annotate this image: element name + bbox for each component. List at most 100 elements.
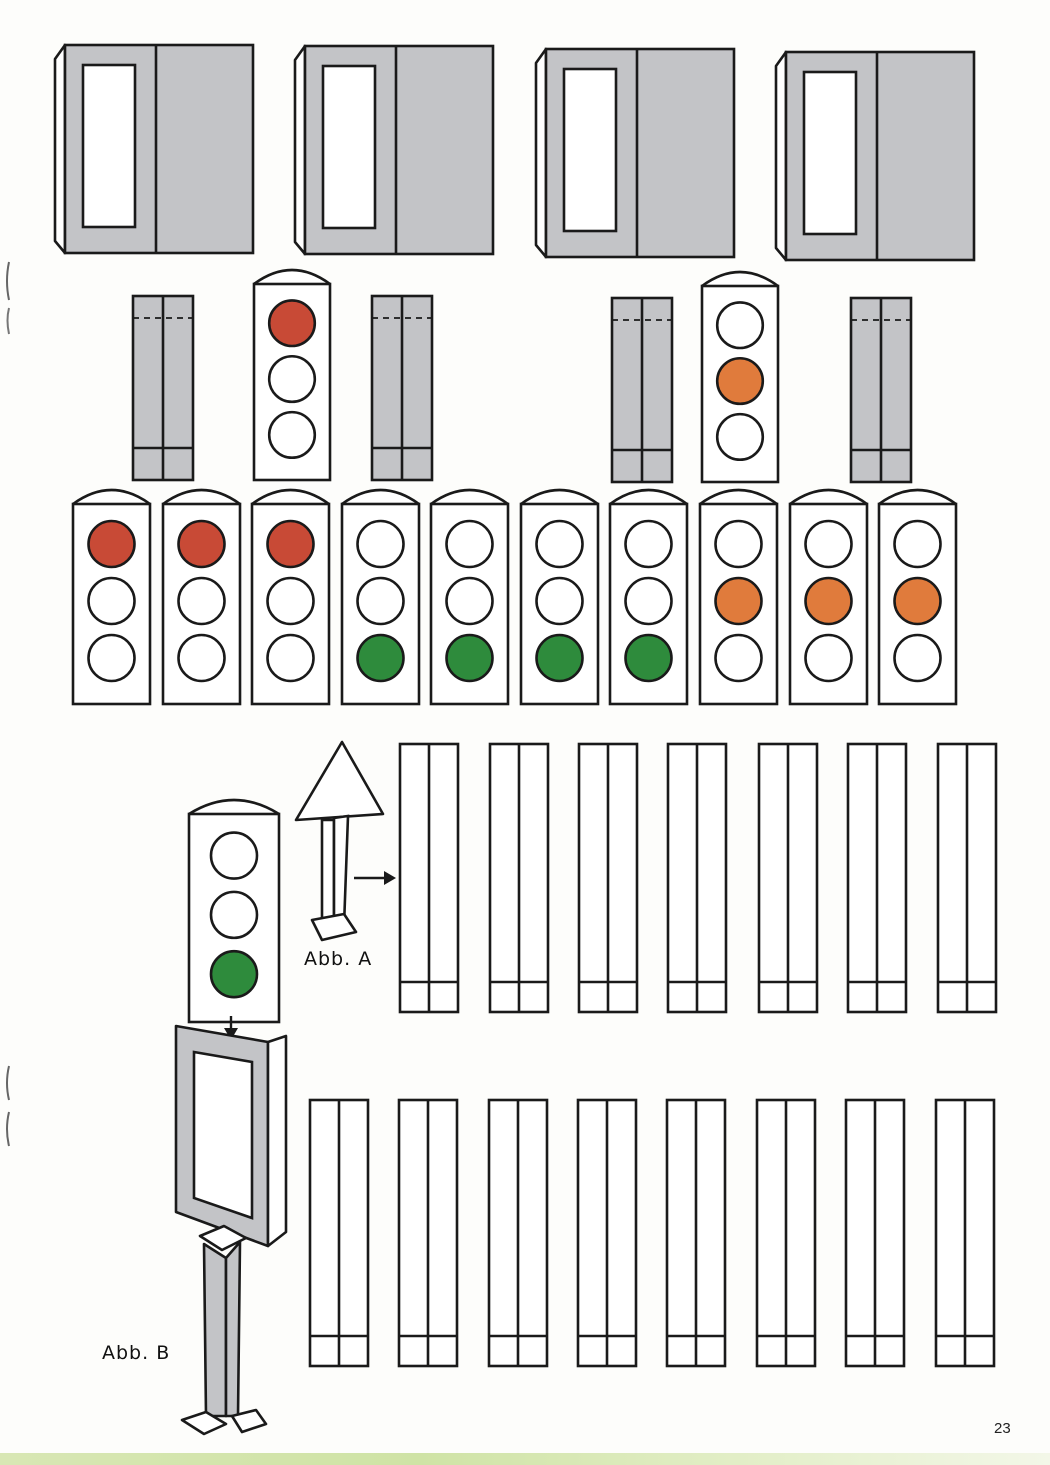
column-strip-lower-7 [844, 1098, 906, 1368]
signal-cap [72, 488, 151, 506]
signal-light-red [87, 519, 136, 569]
signal-cap [430, 488, 509, 506]
signal-light-green [177, 633, 226, 683]
housing-flap [534, 47, 548, 259]
signal-light-red [535, 519, 584, 569]
signal-light-green [714, 633, 763, 683]
signal-light-amber [804, 576, 853, 626]
signal-light-green [356, 633, 405, 683]
housing-window [321, 64, 377, 230]
staple-mark-4 [6, 307, 10, 335]
signal-light-amber [714, 576, 763, 626]
housing-cutout-2 [293, 44, 495, 256]
top-signal-panel-2 [700, 270, 780, 484]
arrow-right-icon [384, 871, 396, 885]
column-strip-lower-5 [665, 1098, 727, 1368]
housing-flap [53, 43, 67, 255]
signal-cap [251, 488, 330, 506]
post-side [224, 1240, 242, 1418]
column-strip-lower-3 [487, 1098, 549, 1368]
figure-b-label: Abb. B [102, 1342, 171, 1364]
column-strip-upper-5 [757, 742, 819, 1014]
page-number: 23 [994, 1420, 1011, 1437]
post-foot-right [230, 1408, 268, 1434]
arrow-down-icon [224, 1028, 238, 1040]
column-strip-lower-2 [397, 1098, 459, 1368]
signal-light-red [266, 519, 315, 569]
signal-cap [341, 488, 420, 506]
signal-panel-9 [788, 488, 869, 706]
signal-light-amber [715, 356, 765, 406]
signal-light-red [445, 519, 494, 569]
gray-strip-3 [610, 296, 674, 484]
signal-light-green [266, 633, 315, 683]
triangle-sign-icon [294, 740, 385, 822]
post-foot-left [180, 1410, 228, 1436]
signal-light-red [209, 831, 259, 880]
signal-cap [253, 268, 331, 286]
column-strip-upper-6 [846, 742, 908, 1014]
column-strip-lower-1 [308, 1098, 370, 1368]
signal-light-red [267, 299, 317, 348]
column-strip-lower-8 [934, 1098, 996, 1368]
signal-light-green [267, 410, 317, 460]
housing-flap [774, 50, 788, 262]
post-front [202, 1242, 228, 1418]
signal-panel-2 [161, 488, 242, 706]
signal-light-amber [356, 576, 405, 626]
signal-light-green [535, 633, 584, 683]
signal-light-red [804, 519, 853, 569]
signal-light-amber [177, 576, 226, 626]
staple-mark-3 [6, 1111, 10, 1147]
signal-light-amber [624, 576, 673, 626]
signal-light-amber [535, 576, 584, 626]
signal-light-amber [266, 576, 315, 626]
signal-panel-6 [519, 488, 600, 706]
signal-light-amber [893, 576, 942, 626]
signal-light-red [177, 519, 226, 569]
signal-panel-1 [71, 488, 152, 706]
signal-panel-7 [608, 488, 689, 706]
column-strip-upper-2 [488, 742, 550, 1014]
signal-cap [188, 798, 280, 816]
signal-light-green [893, 633, 942, 683]
signal-light-red [893, 519, 942, 569]
signal-panel-5 [429, 488, 510, 706]
column-strip-upper-1 [398, 742, 460, 1014]
housing-cutout-4 [774, 50, 976, 262]
signal-light-red [356, 519, 405, 569]
column-strip-upper-4 [666, 742, 728, 1014]
signal-cap [699, 488, 778, 506]
figure-a-label: Abb. A [304, 948, 373, 970]
signal-panel-8 [698, 488, 779, 706]
signal-cap [609, 488, 688, 506]
gray-strip-2 [370, 294, 434, 482]
column-strip-lower-6 [755, 1098, 817, 1368]
gray-strip-1 [131, 294, 195, 482]
signal-cap [162, 488, 241, 506]
signal-light-amber [209, 890, 259, 940]
top-signal-panel-1 [252, 268, 332, 482]
signal-light-amber [267, 354, 317, 404]
figure-a-sign-illustration [294, 740, 396, 942]
housing-window [562, 67, 618, 233]
column-strip-lower-4 [576, 1098, 638, 1368]
assembled-signal-panel [187, 798, 281, 1024]
bottom-color-strip [0, 1453, 1050, 1465]
signal-light-green [804, 633, 853, 683]
housing-window [81, 63, 137, 229]
signal-light-red [714, 519, 763, 569]
signal-panel-4 [340, 488, 421, 706]
column-strip-upper-7 [936, 742, 998, 1014]
signal-light-amber [87, 576, 136, 626]
signal-light-green [209, 949, 259, 999]
signal-light-red [715, 301, 765, 350]
sign-post-front [320, 818, 336, 924]
tilted-housing-window [192, 1050, 254, 1220]
gray-strip-4 [849, 296, 913, 484]
signal-light-green [624, 633, 673, 683]
signal-light-green [715, 412, 765, 462]
signal-cap [878, 488, 957, 506]
housing-flap [293, 44, 307, 256]
